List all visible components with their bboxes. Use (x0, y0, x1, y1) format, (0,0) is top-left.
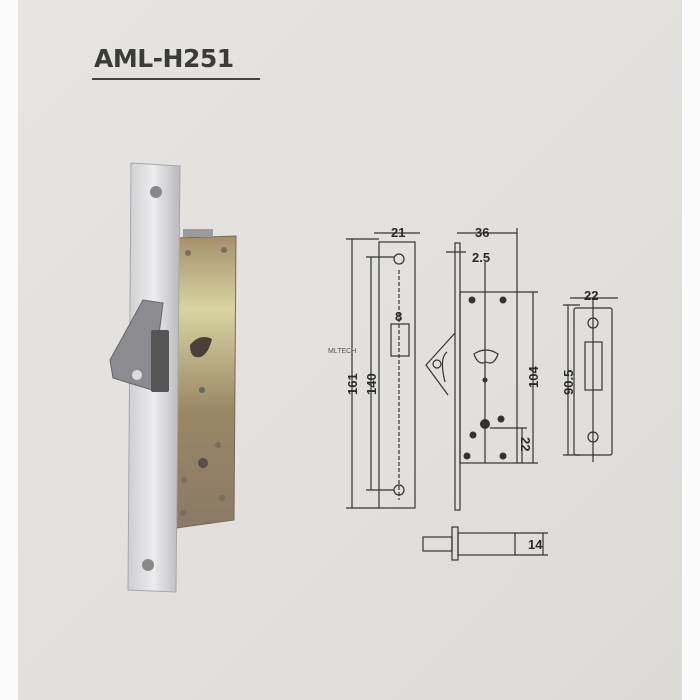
lock-case (175, 235, 237, 529)
dim-strike-width: 22 (584, 288, 598, 303)
dim-slot-width: 8 (395, 309, 402, 324)
dim-screw-spacing: 140 (364, 373, 379, 395)
watermark: MLTECH (328, 348, 356, 355)
technical-drawing: 21 161 140 8 36 2.5 104 22 22 90.5 14 ML… (328, 225, 618, 561)
dim-bolt-height: 14 (528, 537, 543, 552)
dim-faceplate-width: 21 (391, 225, 405, 240)
dim-case-depth: 36 (475, 225, 489, 240)
dim-faceplate-thickness: 2.5 (472, 250, 490, 265)
dim-strike-length: 90.5 (561, 370, 576, 395)
faceplate-drawing (346, 232, 420, 509)
strike-plate-drawing (563, 297, 618, 462)
bolt-drawing (422, 526, 548, 561)
case-drawing (425, 228, 538, 511)
dim-case-height: 104 (526, 366, 541, 388)
lock-photo (109, 162, 237, 593)
product-title: AML-H251 (94, 44, 234, 73)
hook-bolt (109, 299, 164, 391)
title-underline (92, 78, 260, 80)
dim-faceplate-length: 161 (345, 373, 360, 395)
dim-lower-offset: 22 (518, 437, 533, 451)
